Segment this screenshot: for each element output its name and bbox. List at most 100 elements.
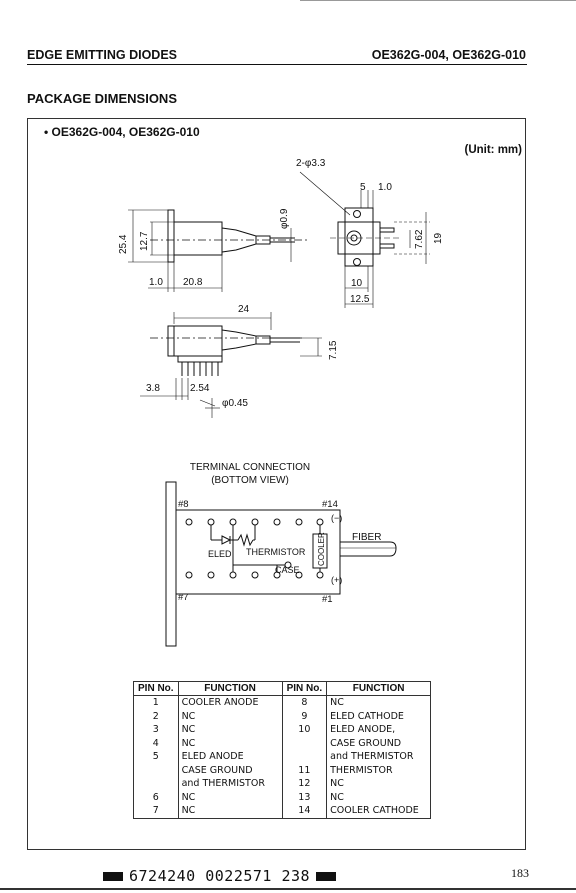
dim-1-0-top: 1.0: [378, 182, 392, 193]
footer-code: 6724240 0022571 238: [97, 867, 342, 885]
pin-function: NC: [177, 736, 283, 750]
bottom-rule: [0, 888, 576, 890]
table-row: 7 NC 14 COOLER CATHODE: [133, 804, 432, 819]
dim-hole: 2-φ3.3: [296, 158, 326, 169]
dim-24: 24: [238, 304, 250, 315]
pin-no: 5: [133, 750, 179, 764]
pin8-label: #8: [178, 499, 189, 510]
table-row: 4 NC CASE GROUND: [133, 736, 432, 750]
table-row: 6 NC 13 NC: [133, 790, 432, 804]
pin7-label: #7: [178, 592, 189, 603]
pin-no: 11: [281, 763, 328, 777]
pin-table-header: PIN No. FUNCTION PIN No. FUNCTION: [133, 681, 432, 696]
table-row: 1 COOLER ANODE 8 NC: [133, 695, 432, 710]
model-label: • OE362G-004, OE362G-010: [44, 125, 200, 139]
top-edge-rule: [300, 0, 576, 1]
dim-25-4: 25.4: [118, 234, 129, 254]
pin-no: [133, 777, 179, 791]
dim-3-8: 3.8: [146, 383, 160, 394]
pin-function: NC: [177, 723, 283, 737]
dim-5: 5: [360, 182, 366, 193]
pin-no: 2: [133, 709, 179, 723]
dim-phi-0-45: φ0.45: [222, 398, 248, 409]
pin-no: 12: [281, 777, 328, 791]
section-title: PACKAGE DIMENSIONS: [27, 91, 177, 106]
pin-no: 1: [133, 695, 179, 710]
dim-10: 10: [351, 278, 363, 289]
pin-no: 9: [281, 709, 328, 723]
dim-12-5: 12.5: [350, 294, 370, 305]
table-row: 2 NC 9 ELED CATHODE: [133, 709, 432, 723]
pin-no: [281, 736, 328, 750]
pin-function: ELED CATHODE: [326, 709, 432, 723]
pin-function: and THERMISTOR: [326, 750, 432, 764]
pin-function: NC: [326, 790, 432, 804]
table-row: 3 NC 10 ELED ANODE,: [133, 723, 432, 737]
unit-label: (Unit: mm): [464, 144, 523, 156]
page-number: 183: [511, 866, 529, 880]
dim-7-15: 7.15: [328, 340, 339, 360]
pin-table: PIN No. FUNCTION PIN No. FUNCTION 1 COOL…: [133, 681, 432, 819]
footer-block-left: [103, 872, 123, 881]
header-function-left: FUNCTION: [177, 681, 283, 696]
side-view-top: [128, 209, 310, 292]
footer-block-right: [316, 872, 337, 881]
table-row: 5 ELED ANODE and THERMISTOR: [133, 750, 432, 764]
dim-phi-0-9: φ0.9: [279, 208, 290, 229]
header-function-right: FUNCTION: [326, 681, 432, 696]
dim-19: 19: [433, 232, 444, 244]
pin-no: [281, 750, 328, 764]
pin-no: 7: [133, 804, 179, 819]
pin-function: NC: [326, 777, 432, 791]
front-view: [299, 171, 430, 308]
pin-no: [133, 763, 179, 777]
terminal-diagram: [165, 481, 397, 647]
terminal-title-line2: (BOTTOM VIEW): [211, 475, 289, 486]
pin-function: COOLER ANODE: [177, 695, 283, 710]
pin-no: 4: [133, 736, 179, 750]
pin-function: COOLER CATHODE: [326, 804, 432, 819]
pin-function: NC: [177, 804, 283, 819]
minus-label: (−): [331, 513, 342, 523]
cooler-label: COOLER: [317, 532, 326, 566]
table-row: and THERMISTOR 12 NC: [133, 777, 432, 791]
dim-1-0: 1.0: [149, 277, 163, 288]
pin14-label: #14: [322, 499, 338, 510]
header-rule: [27, 64, 527, 65]
pin-no: 10: [281, 723, 328, 737]
table-row: CASE GROUND 11 THERMISTOR: [133, 763, 432, 777]
case-label: CASE: [275, 565, 300, 575]
pin-no: 3: [133, 723, 179, 737]
thermistor-label: THERMISTOR: [246, 547, 306, 557]
pin-function: ELED ANODE: [177, 750, 283, 764]
pin-function: ELED ANODE,: [326, 723, 432, 737]
pin-no: 8: [281, 695, 328, 710]
dim-20-8: 20.8: [183, 277, 203, 288]
header-pin-no-left: PIN No.: [133, 681, 179, 696]
dim-12-7: 12.7: [139, 231, 150, 251]
pin-no: 14: [281, 804, 328, 819]
dim-7-62: 7.62: [414, 229, 425, 249]
running-header-right: OE362G-004, OE362G-010: [371, 48, 526, 62]
pin-function: NC: [177, 790, 283, 804]
side-view-pins: [140, 312, 322, 418]
pin-no: 13: [281, 790, 328, 804]
header-pin-no-right: PIN No.: [281, 681, 328, 696]
footer-code-text: 6724240 0022571 238: [129, 867, 311, 885]
pin-function: THERMISTOR: [326, 763, 432, 777]
fiber-label: FIBER: [352, 532, 381, 543]
pin-function: CASE GROUND: [326, 736, 432, 750]
terminal-title-line1: TERMINAL CONNECTION: [189, 462, 311, 473]
pin-function: NC: [177, 709, 283, 723]
pin-function: NC: [326, 695, 432, 710]
pin-no: 6: [133, 790, 179, 804]
figure-frame: [27, 118, 526, 850]
pin1-label: #1: [322, 594, 333, 605]
pin-function: CASE GROUND: [177, 763, 283, 777]
running-header-left: EDGE EMITTING DIODES: [27, 48, 178, 62]
pin-function: and THERMISTOR: [177, 777, 283, 791]
eled-label: ELED: [208, 549, 232, 559]
dim-2-54: 2.54: [190, 383, 210, 394]
plus-label: (+): [331, 575, 342, 585]
